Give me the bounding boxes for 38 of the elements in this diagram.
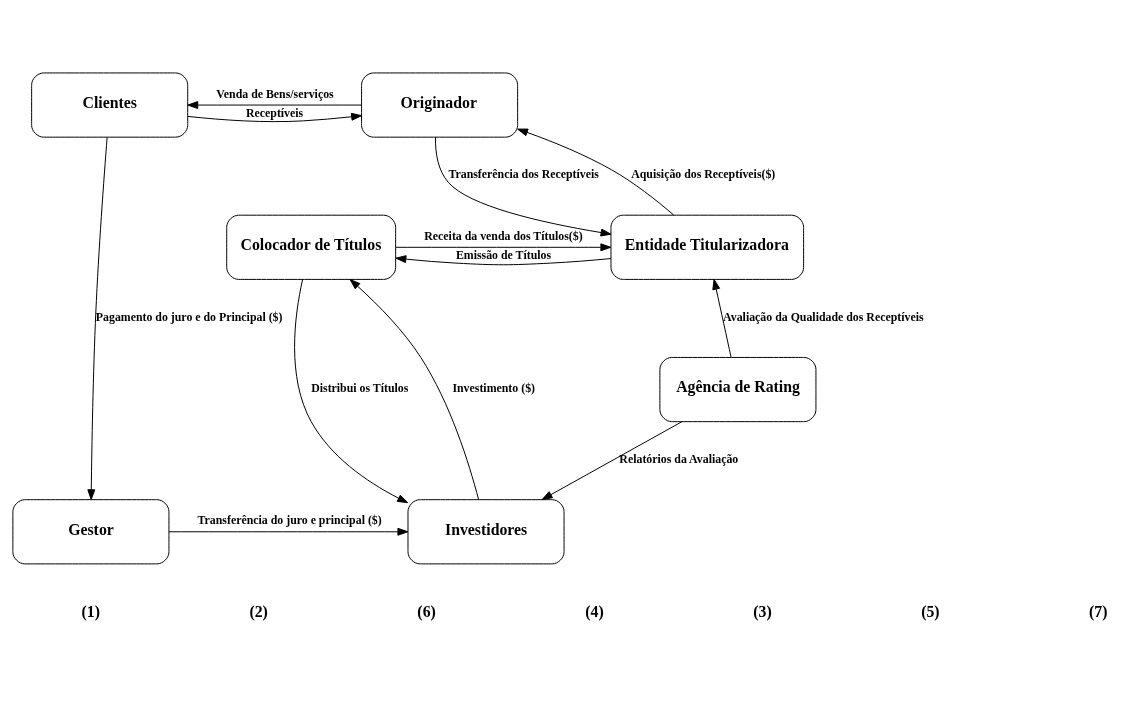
arrow [349,279,480,500]
edge-label: Transferência do juro e principal ($) [197,513,382,528]
arrow [187,112,362,123]
label: (1) [81,603,100,621]
label: (3) [753,603,772,621]
arrow [712,278,732,358]
edge-label: Avaliação da Qualidade dos Receptíveis [723,309,924,324]
arrow [395,243,612,252]
edge-label: Emissão de Títulos [455,247,552,262]
label: (4) [585,603,604,621]
node-box: Clientes [31,72,189,138]
arrow [294,279,409,504]
node-box: Colocador de Títulos [226,214,397,280]
edge-label: Investimento ($) [452,380,536,395]
edge-label: Receptíveis [245,105,304,120]
edge-label: Aquisição dos Receptíveis($) [631,167,776,182]
node-box: Agência de Rating [659,356,817,423]
node-box: Investidores [407,499,565,565]
label: (5) [921,603,940,621]
node-box: Originador [361,72,519,138]
node-box: Entidade Titularizadora [610,214,805,280]
node-box: Gestor [12,499,170,565]
label: (2) [249,603,268,621]
edge-label: Relatórios da Avaliação [619,451,739,466]
edge-label: Receita da venda dos Títulos($) [424,228,583,243]
label: (7) [1089,603,1108,621]
arrow [541,421,683,500]
arrow [168,527,409,536]
arrow [517,128,675,216]
edge-label: Transferência dos Receptíveis [448,167,599,182]
edge-label: Pagamento do juro e do Principal ($) [95,309,283,324]
edge-label: Distribui os Títulos [311,380,409,395]
arrow [87,136,108,501]
arrow [395,255,612,266]
edge-label: Venda de Bens/serviços [216,86,334,101]
arrow [187,101,362,109]
label: (6) [417,603,436,621]
arrow [434,136,612,237]
